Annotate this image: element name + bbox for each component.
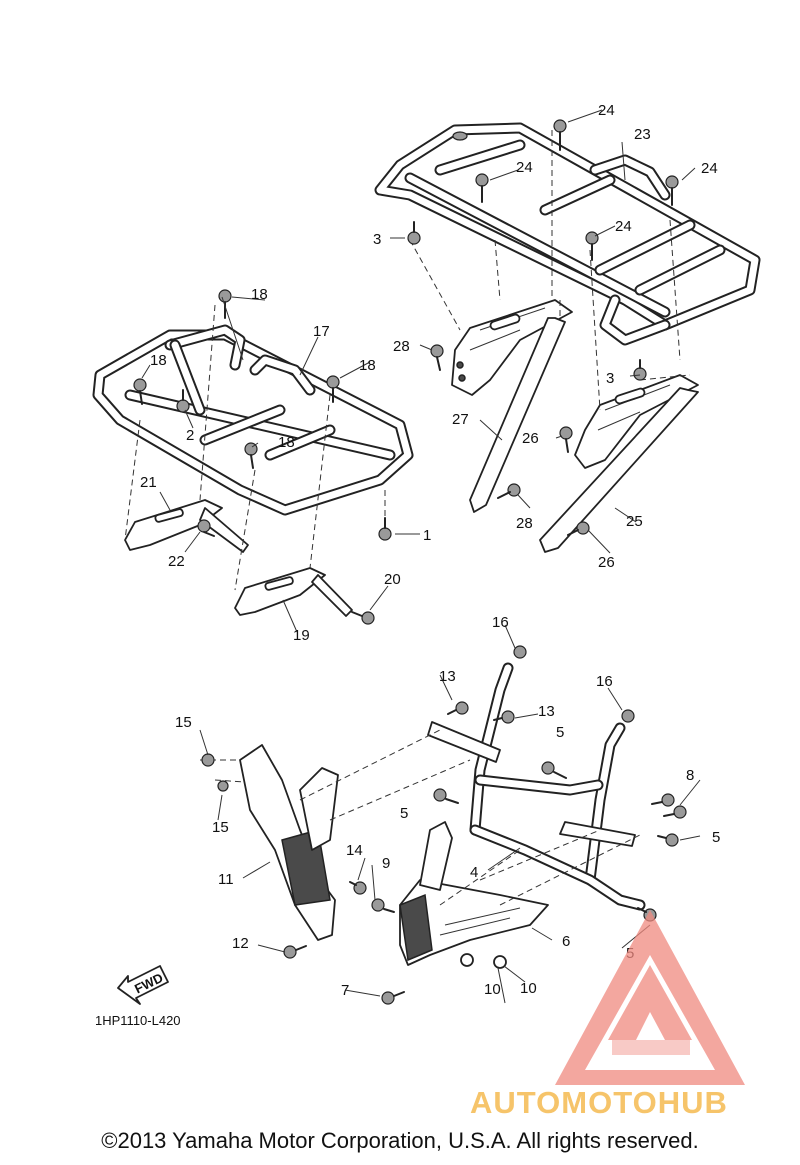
watermark-brand: AUTOMOTOHUB [470,1085,728,1120]
rear-bracket-right [574,374,699,469]
side-guard-11 [239,744,339,941]
callout-10-left: 10 [484,981,501,998]
side-guard-6 [399,821,549,966]
diagram-code: 1HP1110-L420 [95,1013,181,1028]
callout-15-lower: 15 [212,819,229,836]
callout-labels: 1 2 3 3 4 5 5 5 5 6 7 8 9 10 10 11 12 13… [140,102,720,1004]
callout-21: 21 [140,474,157,491]
callout-24-right: 24 [701,160,718,177]
callout-5-right: 5 [712,829,720,846]
callout-26-upper: 26 [522,430,539,447]
callout-15-upper: 15 [175,714,192,731]
callout-19: 19 [293,627,310,644]
callout-22: 22 [168,553,185,570]
callout-28-lower: 28 [516,515,533,532]
automotohub-logo-icon [555,910,745,1085]
callout-4: 4 [470,864,478,881]
callout-25: 25 [626,513,643,530]
callout-12: 12 [232,935,249,952]
callout-16-right: 16 [596,673,613,690]
fwd-arrow-icon: FWD [117,965,169,1005]
front-bracket-21 [124,499,249,553]
callout-3-rear-right: 3 [606,370,614,387]
rear-stay-25 [539,387,699,553]
front-guard-frame-4 [427,662,646,911]
rear-bracket-left [451,299,573,396]
callout-17: 17 [313,323,330,340]
callout-18-top: 18 [251,286,268,303]
front-bracket-19 [234,567,353,617]
callout-6: 6 [562,933,570,950]
callout-3-rear-left: 3 [373,231,381,248]
fasteners [133,119,687,1005]
callout-24-mid: 24 [615,218,632,235]
callout-13-right: 13 [538,703,555,720]
front-carrier-rack [92,324,414,516]
callout-23: 23 [634,126,651,143]
callout-26-lower: 26 [598,554,615,571]
callout-5-left: 5 [400,805,408,822]
callout-9: 9 [382,855,390,872]
callout-27: 27 [452,411,469,428]
callout-18-right: 18 [359,357,376,374]
callout-16-left: 16 [492,614,509,631]
callout-13-left: 13 [439,668,456,685]
rear-carrier-rack [374,122,761,346]
callout-10-right: 10 [520,980,537,997]
callout-28-upper: 28 [393,338,410,355]
callout-18-left: 18 [150,352,167,369]
callout-11: 11 [218,871,234,888]
watermark-brand-text: AUTOMOTOHUB [470,1085,728,1120]
callout-24-top: 24 [598,102,615,119]
copyright-notice: ©2013 Yamaha Motor Corporation, U.S.A. A… [101,1128,699,1153]
callout-8: 8 [686,767,694,784]
rear-stay-27 [469,317,566,513]
callout-2: 2 [186,427,194,444]
callout-24-left: 24 [516,159,533,176]
callout-14: 14 [346,842,363,859]
callout-5-upper: 5 [556,724,564,741]
callout-18-mid: 18 [278,434,295,451]
callout-7: 7 [341,982,349,999]
callout-1: 1 [423,527,431,544]
callout-20: 20 [384,571,401,588]
